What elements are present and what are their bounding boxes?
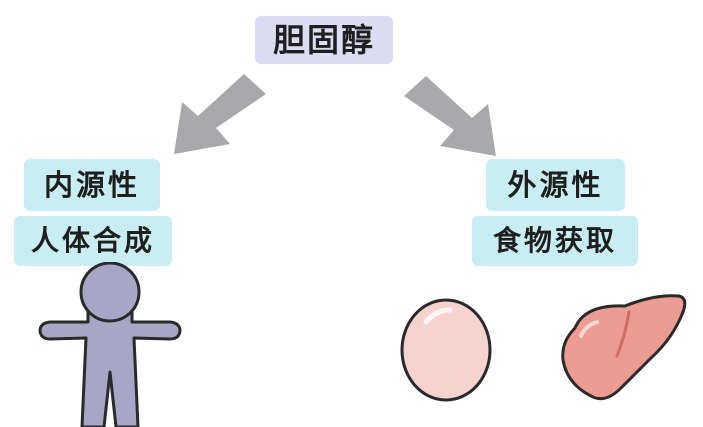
endogenous-label: 内源性 — [24, 159, 160, 211]
title-label: 胆固醇 — [255, 16, 393, 64]
exogenous-label: 外源性 — [486, 159, 625, 211]
exogenous-source-label: 食物获取 — [472, 216, 638, 266]
endogenous-source-label: 人体合成 — [14, 216, 172, 266]
person-icon — [38, 262, 182, 427]
arrow-down-right-icon — [404, 76, 496, 156]
liver-icon — [561, 294, 687, 401]
arrow-down-left-icon — [174, 74, 266, 154]
egg-icon — [400, 298, 492, 402]
